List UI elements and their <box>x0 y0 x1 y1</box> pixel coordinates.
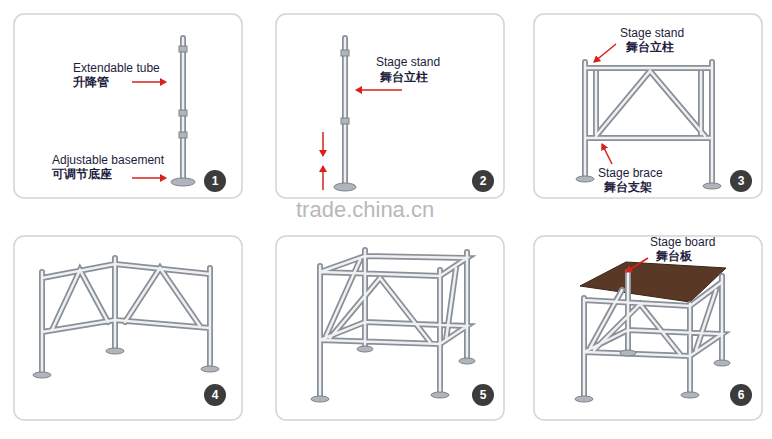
callout-number: 1 <box>204 172 226 190</box>
callout-number: 4 <box>204 386 226 404</box>
callout-circle <box>204 170 752 406</box>
part-name-cn: 舞台立柱 <box>626 40 674 54</box>
part-name-cn: 舞台板 <box>656 249 692 263</box>
tube-outline <box>42 38 722 396</box>
part-name: Stage brace <box>598 166 663 180</box>
part-name-cn: 舞台支架 <box>604 180 652 194</box>
callout-number: 6 <box>730 386 752 404</box>
callout-number: 2 <box>472 172 494 190</box>
panel-frame <box>14 14 762 420</box>
pointer-arrow <box>132 44 648 272</box>
part-name-cn: 升降管 <box>73 75 109 89</box>
callout-number: 5 <box>472 386 494 404</box>
tube-highlight <box>42 38 722 396</box>
base-plate <box>33 46 730 402</box>
part-name: Adjustable basement <box>52 153 164 167</box>
part-name: Stage stand <box>376 55 440 69</box>
callout-number: 3 <box>730 172 752 190</box>
part-name: Extendable tube <box>73 61 160 75</box>
part-name-cn: 舞台立柱 <box>380 70 428 84</box>
part-name-cn: 可调节底座 <box>52 167 112 181</box>
part-name: Stage stand <box>620 26 684 40</box>
part-name: Stage board <box>650 235 715 249</box>
watermark: trade.china.cn <box>296 197 434 223</box>
